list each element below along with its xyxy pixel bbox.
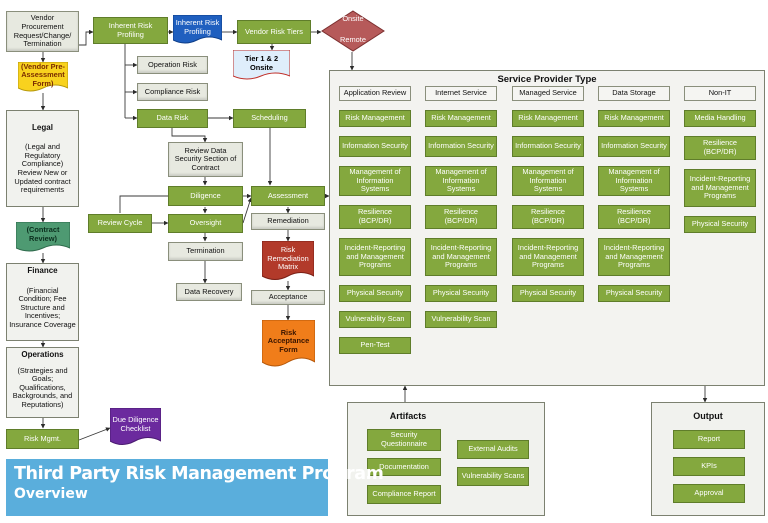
- service-column-header[interactable]: Application Review: [339, 86, 411, 101]
- service-column-header[interactable]: Managed Service: [512, 86, 584, 101]
- service-column-header[interactable]: Internet Service: [425, 86, 497, 101]
- vulnerability-scans-box[interactable]: Vulnerability Scans: [457, 467, 529, 486]
- compliance-risk-box[interactable]: Compliance Risk: [137, 83, 208, 101]
- service-column-item[interactable]: Incident-Reporting and Management Progra…: [339, 238, 411, 276]
- service-column-item[interactable]: Incident-Reporting and Management Progra…: [684, 169, 756, 207]
- service-column-item[interactable]: Incident-Reporting and Management Progra…: [425, 238, 497, 276]
- legal-body: (Legal and Regulatory Compliance) Review…: [14, 142, 71, 195]
- legal-title: Legal: [32, 123, 53, 132]
- review-data-security-box[interactable]: Review Data Security Section of Contract: [168, 142, 243, 177]
- compliance-report-box[interactable]: Compliance Report: [367, 485, 441, 504]
- data-recovery-box[interactable]: Data Recovery: [176, 283, 242, 301]
- inherent-risk-profiling-doc[interactable]: Inherent Risk Profiling: [173, 15, 222, 46]
- due-diligence-checklist-label: Due Diligence Checklist: [112, 415, 159, 433]
- service-column-item[interactable]: Management of Information Systems: [339, 166, 411, 196]
- operations-title: Operations: [21, 350, 64, 359]
- oversight-box[interactable]: Oversight: [168, 214, 243, 233]
- service-column-item[interactable]: Information Security: [425, 136, 497, 157]
- service-provider-title: Service Provider Type: [497, 74, 597, 85]
- service-column-item[interactable]: Risk Management: [598, 110, 670, 127]
- risk-acceptance-form-doc[interactable]: Risk Acceptance Form: [262, 320, 315, 370]
- service-column-item[interactable]: Information Security: [339, 136, 411, 157]
- remote-label: Remote: [340, 35, 366, 44]
- service-column-item[interactable]: Physical Security: [425, 285, 497, 302]
- service-column-item[interactable]: Physical Security: [339, 285, 411, 302]
- service-column-item[interactable]: Resilience (BCP/DR): [425, 205, 497, 229]
- service-column-header[interactable]: Data Storage: [598, 86, 670, 101]
- artifacts-title: Artifacts: [389, 411, 427, 421]
- operation-risk-box[interactable]: Operation Risk: [137, 56, 208, 74]
- risk-acceptance-form-label: Risk Acceptance Form: [267, 327, 310, 354]
- data-risk-box[interactable]: Data Risk: [137, 109, 208, 128]
- service-column-item[interactable]: Management of Information Systems: [598, 166, 670, 196]
- finance-title: Finance: [27, 266, 58, 275]
- service-column-item[interactable]: Risk Management: [512, 110, 584, 127]
- vendor-pre-assessment-form-label: (Vendor Pre-Assessment Form): [21, 61, 65, 88]
- onsite-remote-decision[interactable]: Onsite Remote: [321, 10, 385, 52]
- service-column-item[interactable]: Management of Information Systems: [512, 166, 584, 196]
- inherent-risk-profiling-doc-label: Inherent Risk Profiling: [175, 18, 220, 36]
- service-column-item[interactable]: Information Security: [512, 136, 584, 157]
- approval-box[interactable]: Approval: [673, 484, 745, 503]
- service-column-item[interactable]: Physical Security: [512, 285, 584, 302]
- due-diligence-checklist-doc[interactable]: Due Diligence Checklist: [110, 408, 161, 448]
- review-cycle-box[interactable]: Review Cycle: [88, 214, 152, 233]
- external-audits-box[interactable]: External Audits: [457, 440, 529, 459]
- service-column-item[interactable]: Vulnerability Scan: [339, 311, 411, 328]
- scheduling-box[interactable]: Scheduling: [233, 109, 306, 128]
- service-column-item[interactable]: Media Handling: [684, 110, 756, 127]
- title-banner: Third Party Risk Management Program Over…: [6, 459, 384, 516]
- onsite-label: Onsite: [342, 14, 364, 23]
- risk-mgmt-box[interactable]: Risk Mgmt.: [6, 429, 79, 449]
- vendor-risk-tiers-box[interactable]: Vendor Risk Tiers: [237, 20, 311, 44]
- service-column-item[interactable]: Risk Management: [339, 110, 411, 127]
- service-column-item[interactable]: Resilience (BCP/DR): [684, 136, 756, 160]
- security-questionnaire-box[interactable]: Security Questionnaire: [367, 429, 441, 451]
- documentation-box[interactable]: Documentation: [367, 458, 441, 476]
- title-line-2: Overview: [14, 486, 88, 502]
- diligence-box[interactable]: Diligence: [168, 186, 243, 206]
- service-column-header[interactable]: Non-IT: [684, 86, 756, 101]
- service-column-item[interactable]: Management of Information Systems: [425, 166, 497, 196]
- service-column-item[interactable]: Pen-Test: [339, 337, 411, 354]
- risk-remediation-matrix-doc[interactable]: Risk Remediation Matrix: [262, 241, 314, 283]
- service-column-item[interactable]: Resilience (BCP/DR): [339, 205, 411, 229]
- contract-review-doc[interactable]: (Contract Review): [16, 222, 70, 254]
- legal-box[interactable]: Legal (Legal and Regulatory Compliance) …: [6, 110, 79, 207]
- operations-body: (Strategies and Goals; Qualifications, B…: [12, 365, 73, 409]
- finance-box[interactable]: Finance (Financial Condition; Fee Struct…: [6, 263, 79, 341]
- contract-review-label: (Contract Review): [26, 224, 60, 243]
- service-column-item[interactable]: Physical Security: [684, 216, 756, 233]
- tier-onsite-label: Tier 1 & 2 Onsite: [244, 53, 279, 72]
- finance-body: (Financial Condition; Fee Structure and …: [9, 285, 76, 329]
- vendor-pre-assessment-form-doc[interactable]: (Vendor Pre-Assessment Form): [18, 62, 68, 94]
- title-line-1: Third Party Risk Management Program: [14, 464, 384, 484]
- risk-remediation-matrix-label: Risk Remediation Matrix: [267, 245, 309, 272]
- vendor-request-box[interactable]: Vendor Procurement Request/Change/ Termi…: [6, 11, 79, 52]
- tier-onsite-doc[interactable]: Tier 1 & 2 Onsite: [233, 50, 290, 82]
- service-column-item[interactable]: Risk Management: [425, 110, 497, 127]
- acceptance-box[interactable]: Acceptance: [251, 290, 325, 305]
- inherent-risk-profiling-box[interactable]: Inherent Risk Profiling: [93, 17, 168, 44]
- remediation-box[interactable]: Remediation: [251, 213, 325, 230]
- operations-box[interactable]: Operations (Strategies and Goals; Qualif…: [6, 347, 79, 418]
- service-column-item[interactable]: Vulnerability Scan: [425, 311, 497, 328]
- service-column-item[interactable]: Incident-Reporting and Management Progra…: [598, 238, 670, 276]
- assessment-box[interactable]: Assessment: [251, 186, 325, 206]
- service-column-item[interactable]: Physical Security: [598, 285, 670, 302]
- service-column-item[interactable]: Resilience (BCP/DR): [512, 205, 584, 229]
- output-title: Output: [693, 411, 723, 421]
- service-column-item[interactable]: Resilience (BCP/DR): [598, 205, 670, 229]
- kpis-box[interactable]: KPIs: [673, 457, 745, 476]
- report-box[interactable]: Report: [673, 430, 745, 449]
- service-column-item[interactable]: Information Security: [598, 136, 670, 157]
- service-column-item[interactable]: Incident-Reporting and Management Progra…: [512, 238, 584, 276]
- termination-box[interactable]: Termination: [168, 242, 243, 261]
